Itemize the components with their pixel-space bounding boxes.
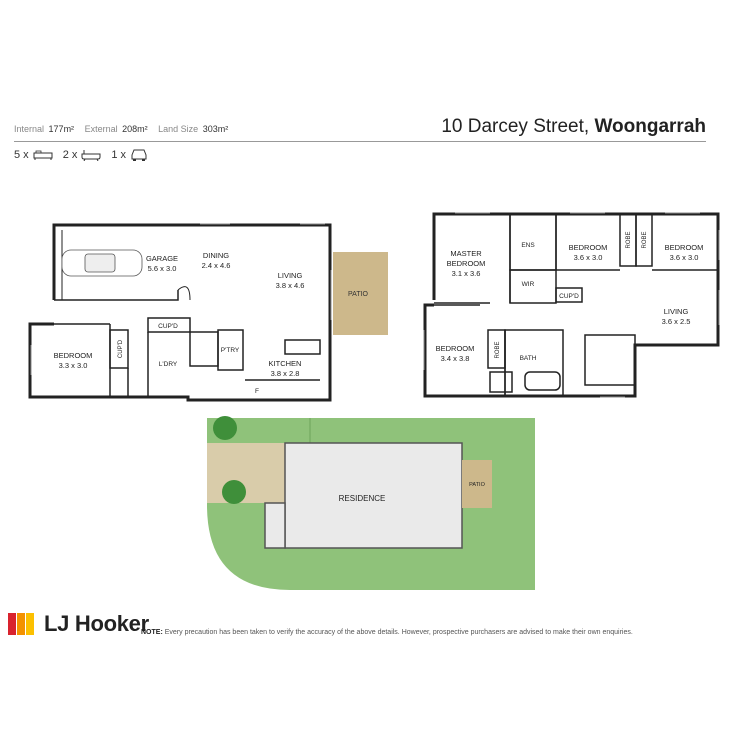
bath-icon (81, 150, 101, 161)
bed2-name: BEDROOM (569, 243, 608, 252)
ground-bedroom-name: BEDROOM (54, 351, 93, 360)
cupd-a-box (109, 329, 129, 369)
bedroom-count-text: 5 x (14, 149, 29, 161)
laundry-label: L'DRY (159, 361, 178, 368)
first-cupd-label: CUP'D (559, 293, 579, 300)
cupd-b-box (147, 317, 191, 333)
bathroom-count: 2 x (63, 149, 102, 161)
bed3-size: 3.6 x 3.0 (670, 253, 699, 262)
lj-hooker-logo: LJ Hooker (8, 611, 149, 636)
garage-wall (54, 290, 179, 301)
note-label: NOTE: (141, 629, 163, 636)
ground-outer-wall (28, 223, 332, 402)
master-name-1: MASTER (450, 249, 482, 258)
ground-patio (333, 252, 388, 335)
bed2-size: 3.6 x 3.0 (574, 253, 603, 262)
logo-mark-icon (8, 613, 34, 635)
bed4-name: BEDROOM (436, 344, 475, 353)
bath-label: BATH (520, 355, 537, 362)
master-name-2: BEDROOM (447, 259, 486, 268)
robe-c-label: ROBE (495, 341, 501, 358)
bath-box (504, 329, 564, 397)
feature-icons: 5 x 2 x 1 x (14, 147, 158, 163)
car-icon (131, 149, 147, 161)
address-street: 10 Darcey Street, (441, 116, 590, 137)
land-size-label: Land Size (158, 124, 199, 134)
kitchen-island (284, 339, 321, 355)
ground-living-size: 3.8 x 4.6 (276, 281, 305, 290)
residence-notch (264, 502, 286, 549)
tree-icon (213, 416, 237, 440)
header-divider (14, 141, 706, 142)
cupd-a-label: CUP'D (118, 339, 124, 358)
ground-bedroom-size: 3.3 x 3.0 (59, 361, 88, 370)
site-residence-label: RESIDENCE (339, 494, 386, 503)
wir-box (509, 269, 557, 304)
bedroom-count: 5 x (14, 149, 53, 161)
ground-patio-label: PATIO (348, 291, 369, 298)
robe-b-label: ROBE (642, 231, 648, 248)
first-living-name: LIVING (664, 307, 689, 316)
first-stairs (584, 334, 636, 386)
address-suburb: Woongarrah (594, 116, 706, 137)
cupd-b-label: CUP'D (158, 323, 178, 330)
ensuite-label: ENS (521, 242, 535, 249)
driveway-paving (207, 443, 285, 503)
note-text: Every precaution has been taken to verif… (162, 629, 633, 636)
tree-icon (222, 480, 246, 504)
dining-name: DINING (203, 251, 229, 260)
internal-label: Internal (14, 124, 45, 134)
garage-door-arc (177, 286, 191, 301)
master-size: 3.1 x 3.6 (452, 269, 481, 278)
bed4-size: 3.4 x 3.8 (441, 354, 470, 363)
car-graphic (61, 249, 143, 277)
bed-icon (33, 150, 53, 160)
header: Internal 177m² External 208m² Land Size … (14, 116, 706, 142)
property-address: 10 Darcey Street, Woongarrah (441, 116, 706, 138)
bed3-name: BEDROOM (665, 243, 704, 252)
site-patio-label: PATIO (469, 482, 485, 488)
robe-a-label: ROBE (626, 231, 632, 248)
shower (489, 371, 513, 393)
external-value: 208m² (122, 124, 148, 134)
car-count-text: 1 x (111, 149, 127, 161)
wir-label: WIR (522, 281, 535, 288)
area-stats: Internal 177m² External 208m² Land Size … (14, 124, 236, 134)
first-cupd-box (555, 287, 583, 303)
fridge-label: F (255, 388, 259, 395)
ground-living-name: LIVING (278, 271, 303, 280)
pantry-label: P'TRY (221, 347, 240, 354)
logo-text: LJ Hooker (44, 611, 149, 636)
car-count: 1 x (111, 148, 148, 162)
external-label: External (84, 124, 118, 134)
kitchen-name: KITCHEN (269, 359, 302, 368)
robe-b-box (635, 213, 653, 267)
pantry-box (217, 329, 244, 371)
kitchen-size: 3.8 x 2.8 (271, 369, 300, 378)
first-living-size: 3.6 x 2.5 (662, 317, 691, 326)
bathroom-count-text: 2 x (62, 149, 78, 161)
dining-size: 2.4 x 4.6 (202, 261, 231, 270)
disclaimer-note: NOTE: Every precaution has been taken to… (141, 629, 633, 636)
site-residence (284, 442, 463, 549)
land-size-value: 303m² (202, 124, 229, 134)
garage-size: 5.6 x 3.0 (148, 264, 177, 273)
garage-name: GARAGE (146, 254, 178, 263)
internal-value: 177m² (48, 124, 75, 134)
bathtub (524, 371, 561, 391)
site-patio (462, 460, 492, 508)
